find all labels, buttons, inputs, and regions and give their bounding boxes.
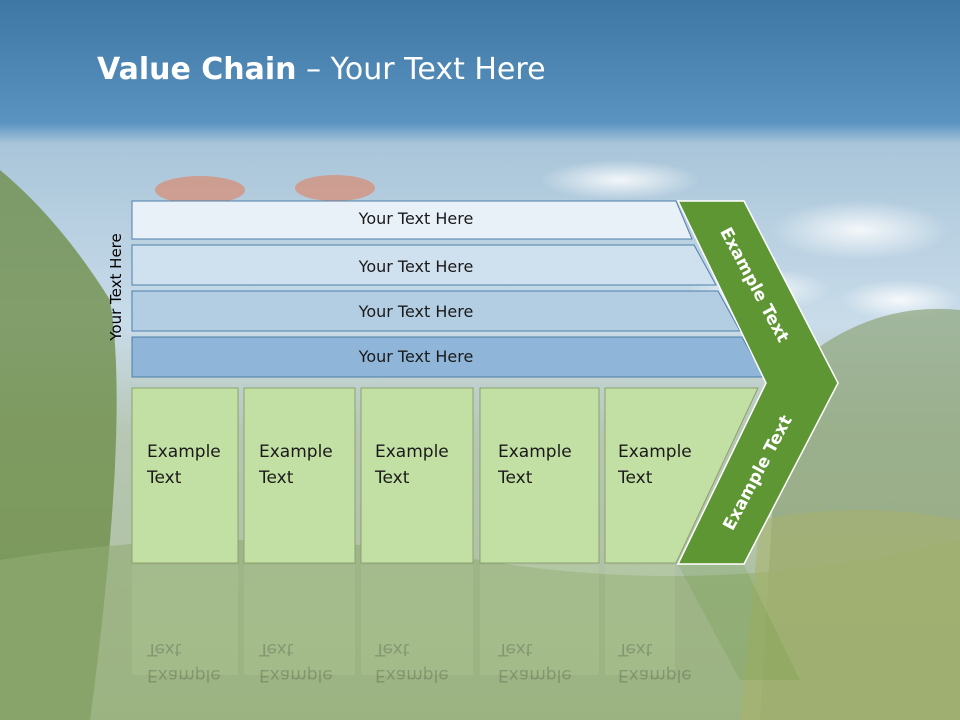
title-bold: Value Chain [97, 52, 297, 87]
box-label-5-line2: Text [618, 468, 653, 488]
reflection-text-4-line1: Example [498, 665, 572, 685]
box-label-4-line1: Example [498, 442, 572, 462]
bar-1[interactable] [131, 200, 693, 240]
reflection-text-2: Example Text [259, 636, 333, 688]
chevron-arrow[interactable] [676, 200, 839, 565]
reflection-text-2-line2: Text [259, 639, 294, 659]
reflection-text-5-line1: Example [618, 665, 692, 685]
reflection-text-1-line1: Example [147, 665, 221, 685]
box-4[interactable] [479, 387, 600, 564]
box-2[interactable] [243, 387, 356, 564]
box-label-3: Example Text [375, 439, 449, 491]
reflection-text-1-line2: Text [147, 639, 182, 659]
side-label: Your Text Here [107, 233, 125, 341]
bar-label-3: Your Text Here [358, 302, 474, 321]
box-label-1: Example Text [147, 439, 221, 491]
reflection-text-4: Example Text [498, 636, 572, 688]
reflection-text-3: Example Text [375, 636, 449, 688]
box-label-2: Example Text [259, 439, 333, 491]
bar-2[interactable] [131, 244, 717, 286]
box-label-3-line1: Example [375, 442, 449, 462]
box-5[interactable] [604, 387, 759, 564]
title-rest: – Your Text Here [296, 52, 546, 87]
bar-3[interactable] [131, 290, 741, 332]
box-1[interactable] [131, 387, 239, 564]
reflection [132, 565, 800, 680]
box-label-4: Example Text [498, 439, 572, 491]
page-title: Value Chain – Your Text Here [97, 52, 546, 87]
box-3[interactable] [360, 387, 474, 564]
box-label-5-line1: Example [618, 442, 692, 462]
box-label-4-line2: Text [498, 468, 533, 488]
reflection-text-5-line2: Text [618, 639, 653, 659]
bar-label-4: Your Text Here [358, 347, 474, 366]
reflection-text-3-line2: Text [375, 639, 410, 659]
reflection-text-3-line1: Example [375, 665, 449, 685]
reflection-text-1: Example Text [147, 636, 221, 688]
reflection-text-2-line1: Example [259, 665, 333, 685]
box-label-2-line2: Text [259, 468, 294, 488]
box-label-5: Example Text [618, 439, 692, 491]
box-label-1-line2: Text [147, 468, 182, 488]
box-label-1-line1: Example [147, 442, 221, 462]
reflection-text-4-line2: Text [498, 639, 533, 659]
reflection-text-5: Example Text [618, 636, 692, 688]
bar-label-2: Your Text Here [358, 257, 474, 276]
box-label-3-line2: Text [375, 468, 410, 488]
box-label-2-line1: Example [259, 442, 333, 462]
bar-label-1: Your Text Here [358, 209, 474, 228]
